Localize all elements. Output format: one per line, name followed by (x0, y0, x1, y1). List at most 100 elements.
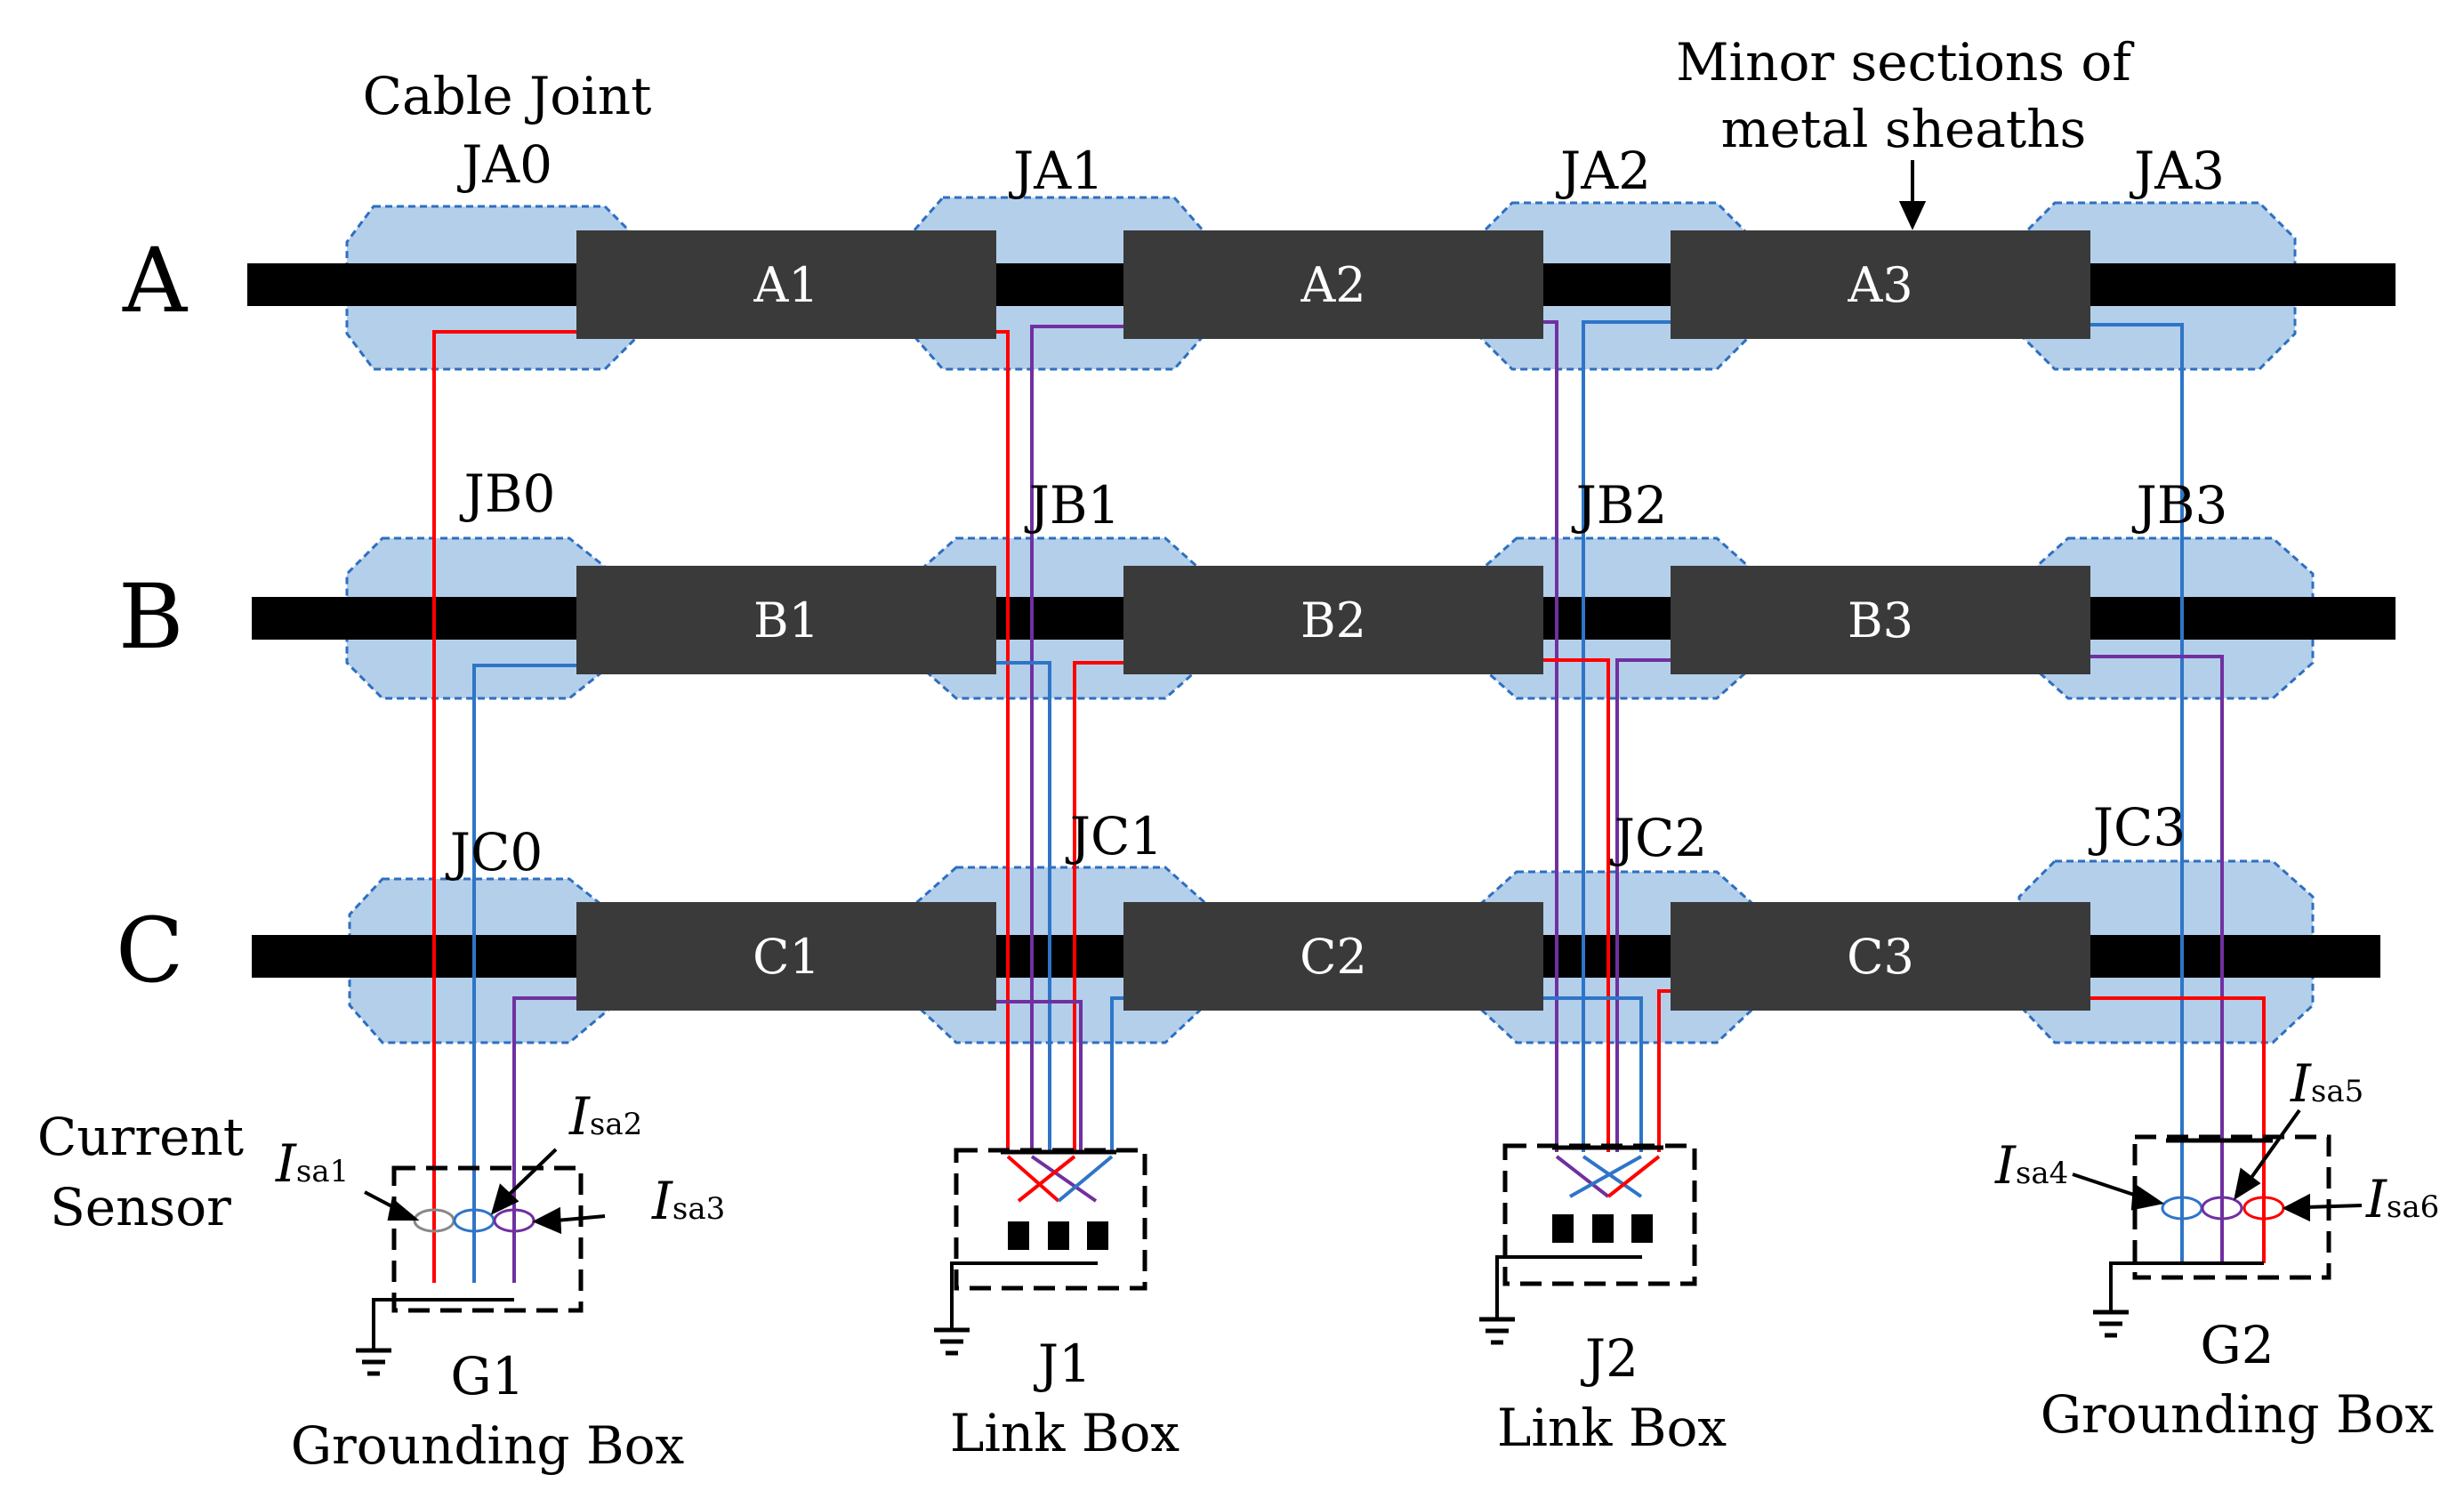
g2-ground-lead (2109, 1261, 2182, 1312)
sensor-labels: Isa1 Isa2 Isa3 Isa4 Isa5 Isa6 (275, 1053, 2439, 1231)
j1-terminal-2 (1048, 1221, 1069, 1250)
minor-sections-label-line2: metal sheaths (1721, 99, 2087, 159)
minor-sections-label-line1: Minor sections of (1676, 32, 2134, 93)
segment-c2 (1123, 902, 1543, 1011)
j2-terminal-3 (1631, 1214, 1653, 1243)
segment-label-c3: C3 (1847, 929, 1914, 985)
box-label-g2-name: Grounding Box (2041, 1384, 2435, 1445)
box-label-g2-id: G2 (2200, 1315, 2274, 1375)
isa5-arrow-head (2234, 1167, 2261, 1201)
j2-terminal-2 (1592, 1214, 1614, 1243)
wire-g1-red (432, 330, 576, 1283)
j2-dashed-outline (1502, 1143, 1697, 1286)
segment-labels: A1 A2 A3 B1 B2 B3 C1 C2 C3 (753, 257, 1914, 985)
wire-j2-c3-red (1657, 989, 1671, 1152)
bonding-wires (432, 320, 2266, 1283)
box-label-g1-name: Grounding Box (291, 1415, 685, 1476)
segment-a3 (1671, 230, 2090, 339)
wire-j1-a1-red (996, 330, 1010, 1152)
joint-label-jb0: JB0 (460, 463, 556, 524)
sensor-label-isa1: Isa1 (275, 1133, 349, 1194)
wire-g1-blue (472, 664, 576, 1283)
joint-label-ja1: JA1 (1009, 141, 1104, 201)
box-labels: G1 Grounding Box J1 Link Box J2 Link Box… (291, 1315, 2435, 1476)
joint-label-jb2: JB2 (1572, 475, 1668, 536)
segment-label-c1: C1 (753, 929, 820, 985)
sensor-label-isa5: Isa5 (2290, 1053, 2363, 1114)
segment-c1 (576, 902, 996, 1011)
j1-terminal-1 (1008, 1221, 1029, 1250)
segment-label-b2: B2 (1300, 592, 1366, 649)
segment-b1 (576, 566, 996, 674)
sensor-label-isa2: Isa2 (568, 1086, 642, 1147)
isa3-arrow-head (532, 1206, 562, 1235)
j1-cross-links (1006, 1155, 1114, 1203)
segment-a2 (1123, 230, 1543, 339)
isa2-arrow-head (490, 1183, 519, 1215)
sheath-segments (576, 230, 2090, 1011)
segment-label-b1: B1 (753, 592, 819, 649)
joint-label-jc2: JC2 (1610, 808, 1708, 868)
wire-j1-c2-blue (1110, 996, 1123, 1152)
isa4-arrow-head (2130, 1182, 2165, 1211)
isa2-arrow-shaft (505, 1148, 558, 1198)
isa6-arrow-shaft (2305, 1204, 2363, 1209)
wire-j1-c1-purple (996, 1000, 1083, 1152)
joint-label-ja0: JA0 (457, 134, 552, 195)
wire-j1-a2-purple (1030, 325, 1123, 1152)
joint-label-ja2: JA2 (1556, 141, 1651, 201)
j2-terminal-1 (1552, 1214, 1574, 1243)
j2-cross-links (1555, 1155, 1661, 1198)
wire-g2-purple (2090, 655, 2224, 1263)
wire-j2-b2-red (1543, 658, 1610, 1152)
wire-j2-a2-purple (1543, 320, 1558, 1152)
annotations: Cable Joint Minor sections of metal shea… (37, 32, 2134, 1237)
sensor-isa3 (493, 1208, 535, 1233)
joint-labels: JA0 JA1 JA2 JA3 JB0 JB1 JB2 JB3 JC0 JC1 … (446, 134, 2228, 882)
isa1-arrow-head (387, 1197, 420, 1221)
box-label-j2-id: J2 (1581, 1328, 1639, 1389)
segment-a1 (576, 230, 996, 339)
sensor-label-isa3: Isa3 (651, 1171, 725, 1231)
link-box-j2 (1479, 1143, 1697, 1345)
j1-dashed-outline (954, 1148, 1147, 1291)
ground-icon (356, 1348, 391, 1376)
isa5-arrow-shaft (2249, 1108, 2301, 1181)
segment-c3 (1671, 902, 2090, 1011)
current-sensor-label-line2: Sensor (50, 1177, 231, 1237)
phase-label-c: C (116, 899, 184, 1003)
wire-j1-b1-blue (996, 661, 1051, 1152)
box-label-j1-name: Link Box (950, 1403, 1180, 1463)
current-sensor-label-line1: Current (37, 1107, 244, 1167)
phase-label-a: A (122, 229, 189, 333)
j1-terminal-3 (1087, 1221, 1108, 1250)
isa6-arrow-head (2282, 1193, 2310, 1222)
grounding-box-g1 (356, 1165, 584, 1376)
joint-label-jc0: JC0 (446, 822, 544, 882)
wire-j2-b3-purple (1615, 658, 1671, 1152)
sensor-isa5 (2201, 1196, 2243, 1221)
ground-icon (934, 1327, 970, 1356)
phase-labels: A B C (116, 229, 189, 1003)
j2-ground-lead (1495, 1255, 1563, 1319)
j1-ground-lead (950, 1261, 1019, 1330)
joint-label-jc3: JC3 (2089, 797, 2186, 858)
link-box-j1 (934, 1148, 1147, 1356)
joint-label-ja3: JA3 (2130, 141, 2225, 201)
g1-dashed-outline (391, 1165, 584, 1313)
segment-label-c2: C2 (1300, 929, 1367, 985)
segment-b2 (1123, 566, 1543, 674)
box-label-j1-id: J1 (1034, 1334, 1091, 1394)
joint-label-jb3: JB3 (2132, 475, 2228, 536)
wire-j2-c2-blue (1543, 996, 1643, 1152)
phase-label-b: B (118, 565, 184, 669)
g1-ground-lead (372, 1298, 434, 1350)
sensor-label-isa6: Isa6 (2365, 1169, 2439, 1229)
grounding-box-g2 (2093, 1134, 2331, 1338)
wire-g2-red (2090, 996, 2266, 1263)
segment-label-b3: B3 (1848, 592, 1913, 649)
box-label-j2-name: Link Box (1497, 1398, 1727, 1458)
joint-label-jb1: JB1 (1025, 475, 1121, 536)
wire-j2-a3-blue (1582, 320, 1671, 1152)
